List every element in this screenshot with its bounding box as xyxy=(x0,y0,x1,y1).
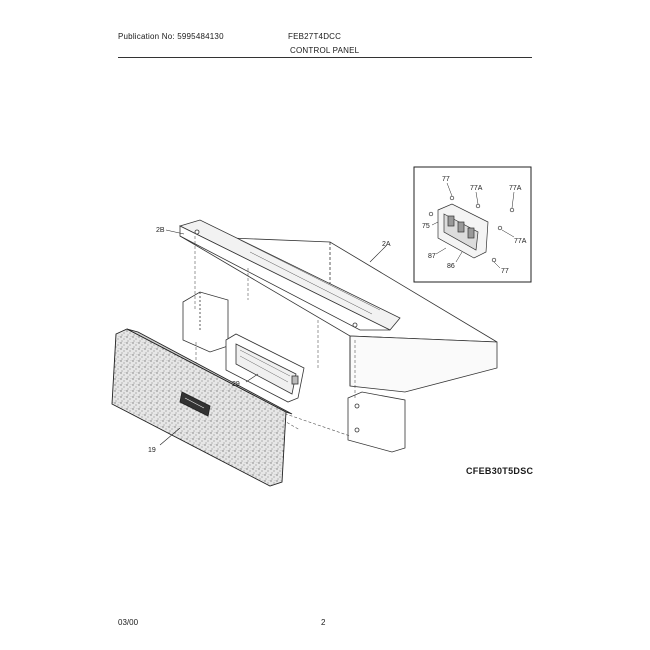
front-control-panel xyxy=(111,328,293,487)
publication-number: Publication No: 5995484130 xyxy=(118,32,224,41)
model-number: FEB27T4DCC xyxy=(288,32,342,41)
inset-callout-screw-bottom: 77 xyxy=(501,268,509,275)
inset-callout-part-87: 87 xyxy=(428,253,436,260)
header-rule xyxy=(118,57,532,58)
callout-leaders xyxy=(159,229,387,446)
page-number: 2 xyxy=(321,618,326,627)
section-title: CONTROL PANEL xyxy=(290,46,360,55)
inset-callout-screw-mid: 77A xyxy=(470,185,483,192)
callout-hood: 2B xyxy=(156,227,165,234)
inset-callout-clip-right: 77A xyxy=(514,238,527,245)
callout-front-panel: 19 xyxy=(148,447,156,454)
callout-top-panel: 2A xyxy=(382,241,391,248)
hood-trim xyxy=(178,219,401,331)
inset-detail: 77 77A 77A 77A 75 87 86 77 xyxy=(413,166,532,283)
inset-callout-left-label: 75 xyxy=(422,223,430,230)
inset-callout-screw-top: 77 xyxy=(442,176,450,183)
control-board xyxy=(225,333,305,403)
callout-control-board: 29 xyxy=(232,381,240,388)
inset-callout-screw-right: 77A xyxy=(509,185,522,192)
diagram-reference-code: CFEB30T5DSC xyxy=(466,466,534,476)
inset-callout-part-86: 86 xyxy=(447,263,455,270)
right-end-bracket xyxy=(347,391,406,453)
left-side-bracket xyxy=(182,291,229,353)
footer-date: 03/00 xyxy=(118,618,139,627)
